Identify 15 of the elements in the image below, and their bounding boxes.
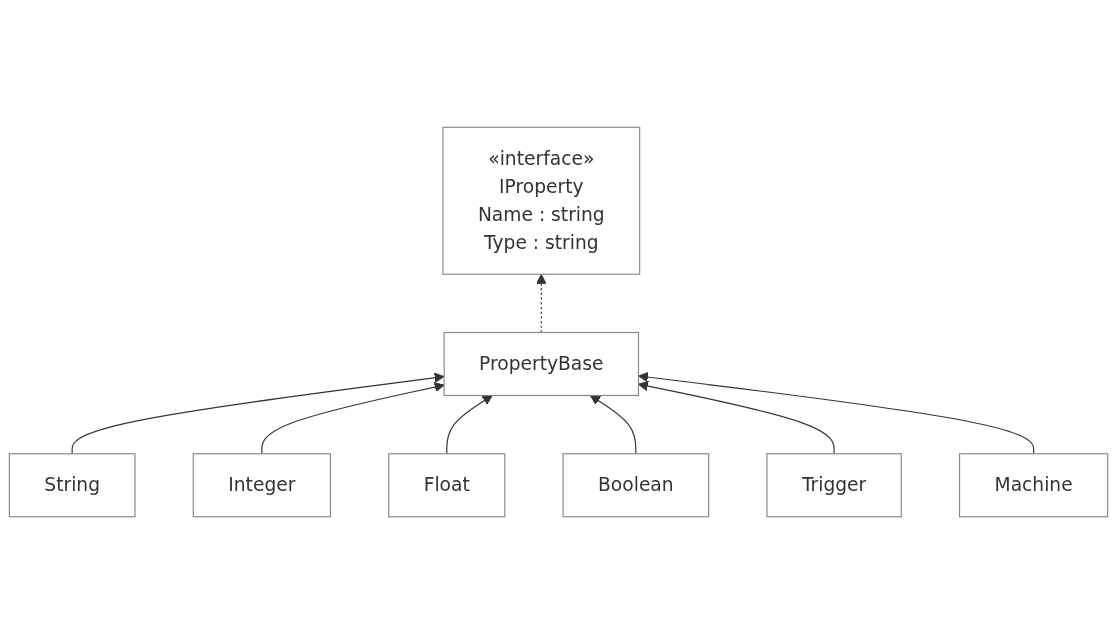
arrow	[589, 395, 637, 455]
node-box: String	[8, 453, 136, 518]
arrow	[536, 273, 547, 334]
node-box: Trigger	[766, 453, 902, 518]
node-box: Integer	[192, 453, 331, 518]
node-box: PropertyBase	[443, 331, 640, 397]
arrow	[261, 382, 445, 455]
node-box: «interface» IProperty Name : string Type : string	[442, 126, 641, 275]
arrow	[71, 372, 445, 455]
node-box: Boolean	[562, 453, 710, 518]
node-box: Float	[388, 453, 506, 518]
node-box: Machine	[959, 453, 1109, 518]
arrow	[446, 395, 493, 455]
arrow	[638, 380, 835, 455]
arrow	[638, 372, 1035, 455]
